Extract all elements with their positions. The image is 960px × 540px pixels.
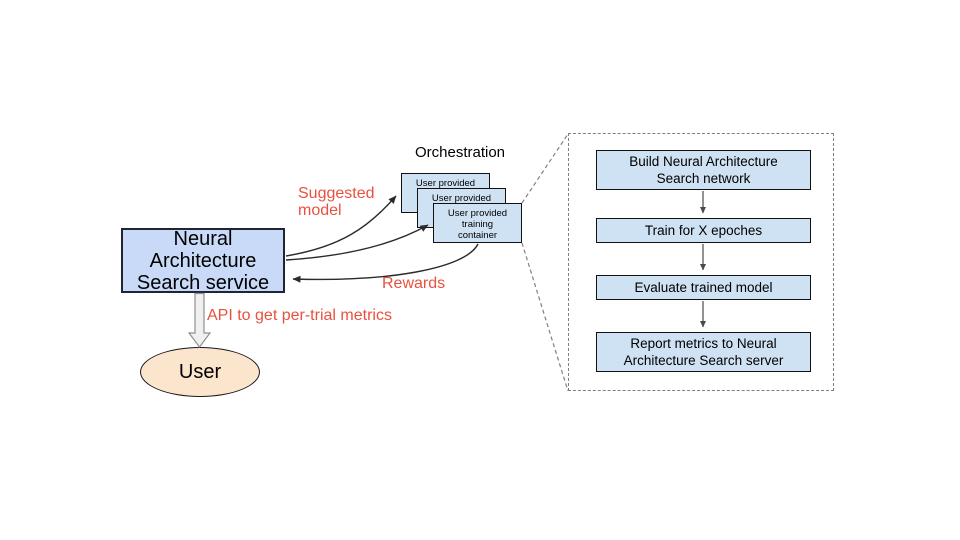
nas-service-label: Neural Architecture Search service <box>136 227 270 294</box>
user-node: User <box>140 347 260 397</box>
suggested-model-arrow-2 <box>285 224 429 261</box>
edge-label-suggested-model: Suggested model <box>298 185 375 219</box>
edge-label-rewards: Rewards <box>382 275 446 292</box>
flow-step-evaluate: Evaluate trained model <box>596 275 811 300</box>
flow-step-train: Train for X epoches <box>596 218 811 243</box>
flow-step-build-network: Build Neural Architecture Search network <box>596 150 811 190</box>
orchestration-title: Orchestration <box>414 144 506 161</box>
zoom-callout-line-top <box>521 133 569 204</box>
training-container-node-front: User provided training container <box>433 203 522 243</box>
nas-service-node: Neural Architecture Search service <box>121 227 285 294</box>
user-node-label: User <box>178 360 222 383</box>
zoom-callout-line-bottom <box>521 242 569 392</box>
flow-step-label: Build Neural Architecture Search network <box>629 153 778 187</box>
edge-label-api-metrics: API to get per-trial metrics <box>207 307 392 324</box>
flow-step-report-metrics: Report metrics to Neural Architecture Se… <box>596 332 811 372</box>
flow-step-label: Evaluate trained model <box>634 279 773 295</box>
flow-step-label: Train for X epoches <box>644 222 763 238</box>
training-container-label: User provided training container <box>447 208 508 241</box>
flow-step-label: Report metrics to Neural Architecture Se… <box>623 335 784 369</box>
